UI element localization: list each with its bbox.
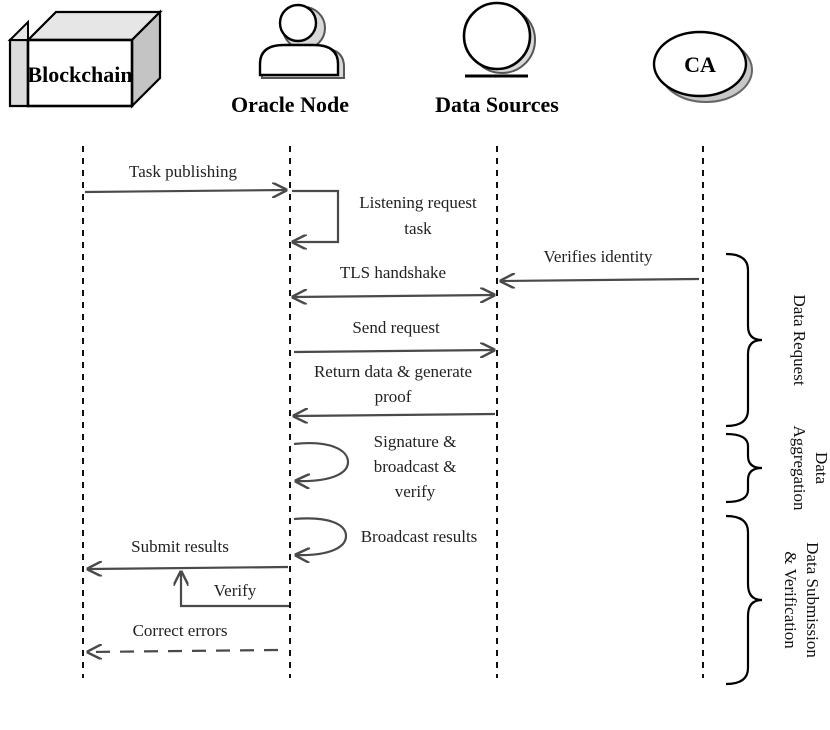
data-aggregation-label-line1: Data <box>812 452 830 485</box>
ca-icon <box>652 30 753 103</box>
correct-errors-arrow <box>88 650 279 652</box>
oracle-node-title: Oracle Node <box>231 92 349 117</box>
return-data-label-line1: Return data & generate <box>314 362 472 381</box>
listening-request-label-line2: task <box>404 219 432 238</box>
signature-label-line2: broadcast & <box>374 457 457 476</box>
data-aggregation-brace <box>725 432 763 504</box>
tls-handshake-arrow <box>293 295 494 297</box>
data-sources-title: Data Sources <box>435 92 559 117</box>
signature-label-line1: Signature & <box>374 432 457 451</box>
correct-errors-label: Correct errors <box>133 621 228 640</box>
data-submission-brace <box>725 514 763 686</box>
listening-request-arrow <box>292 189 340 242</box>
signature-label-line3: verify <box>395 482 436 501</box>
data-submission-label-line2: & Verification <box>781 551 800 649</box>
submit-results-label: Submit results <box>131 537 229 556</box>
send-request-arrow <box>293 350 494 352</box>
verify-arrow <box>181 572 289 608</box>
return-data-label-line2: proof <box>375 387 412 406</box>
verify-label: Verify <box>214 581 257 600</box>
broadcast-results-label: Broadcast results <box>361 527 478 546</box>
blockchain-title: Blockchain <box>27 62 132 87</box>
task-publishing-arrow <box>84 190 286 192</box>
person-icon <box>258 3 345 79</box>
verifies-identity-arrow <box>501 279 700 281</box>
data-aggregation-label-line2: Aggregation <box>790 426 809 511</box>
signature-arrow <box>293 442 350 481</box>
data-request-brace <box>725 252 763 428</box>
broadcast-results-arrow <box>293 517 348 555</box>
ca-title: CA <box>684 52 716 77</box>
listening-request-label-line1: Listening request <box>359 193 477 212</box>
tls-handshake-label: TLS handshake <box>340 263 446 282</box>
send-request-label: Send request <box>352 318 440 337</box>
data-sources-icon <box>462 1 536 78</box>
submit-results-arrow <box>88 567 289 569</box>
return-data-arrow <box>294 414 496 416</box>
blockchain-box-icon <box>7 9 163 109</box>
task-publishing-label: Task publishing <box>129 162 237 181</box>
verifies-identity-label: Verifies identity <box>543 247 653 266</box>
data-submission-label-line1: Data Submission <box>803 542 822 658</box>
data-request-label: Data Request <box>790 294 809 385</box>
